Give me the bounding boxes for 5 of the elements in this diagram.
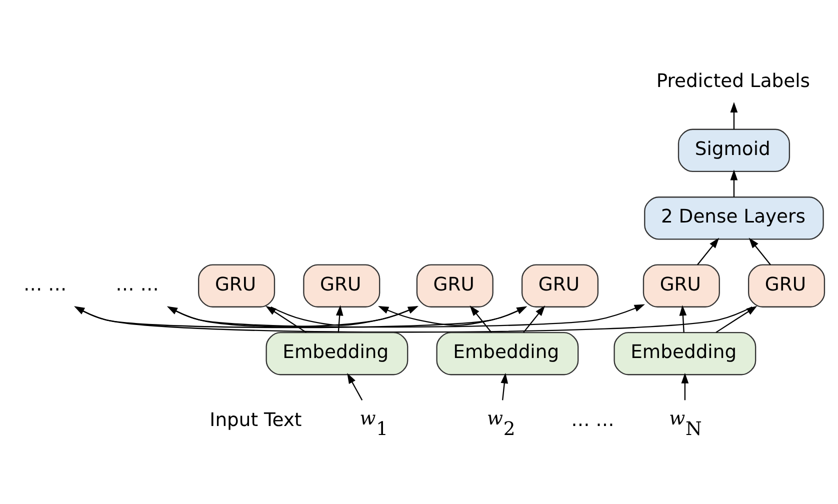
node-text: … … <box>23 274 67 296</box>
label: … … <box>571 410 614 431</box>
node-text: Predicted Labels <box>656 71 810 92</box>
label: Input Text <box>210 410 302 431</box>
node-text: … … <box>116 274 159 296</box>
